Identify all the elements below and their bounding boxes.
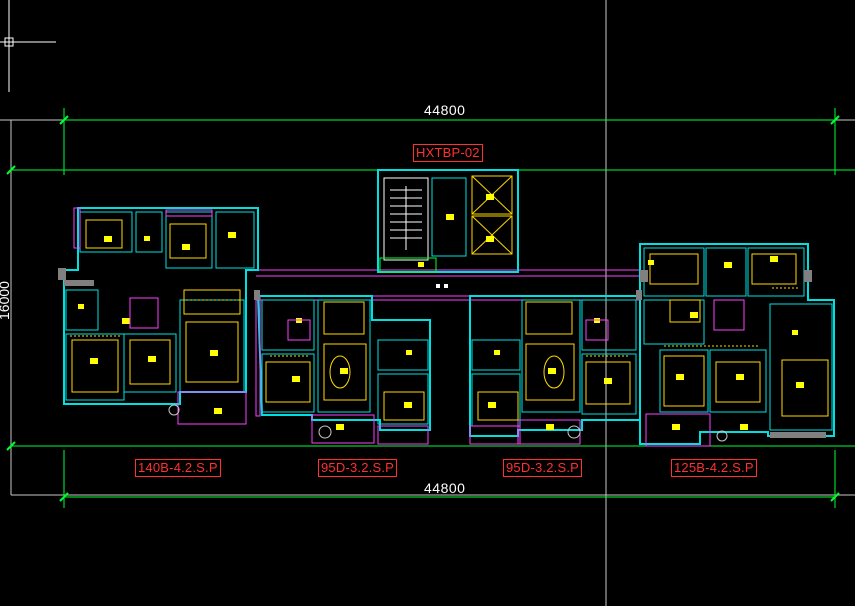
top-dimension-label: 44800: [424, 102, 466, 118]
bottom-dimension-label: 44800: [424, 480, 466, 496]
unit-label-95d-right[interactable]: 95D-3.2.S.P: [503, 459, 583, 477]
unit-label-95d-left[interactable]: 95D-3.2.S.P: [318, 459, 398, 477]
crosshair-cursor-icon: [0, 0, 56, 92]
grey-walls: [58, 268, 826, 438]
detail-hatching: [70, 287, 800, 357]
core-label[interactable]: HXTBP-02: [413, 144, 483, 162]
magenta-details: [129, 209, 745, 341]
corridor-marks: [436, 284, 448, 288]
unit-label-125b[interactable]: 125B-4.2.S.P: [671, 459, 757, 477]
room-tags: [78, 194, 804, 430]
left-dimension-label: 16000: [0, 281, 12, 320]
plants: [168, 404, 728, 442]
dimension-ticks: [6, 115, 840, 502]
furniture: [71, 219, 829, 421]
unit-label-140b[interactable]: 140B-4.2.S.P: [135, 459, 221, 477]
core-block: [377, 169, 519, 273]
dimension-lines: [11, 108, 855, 508]
